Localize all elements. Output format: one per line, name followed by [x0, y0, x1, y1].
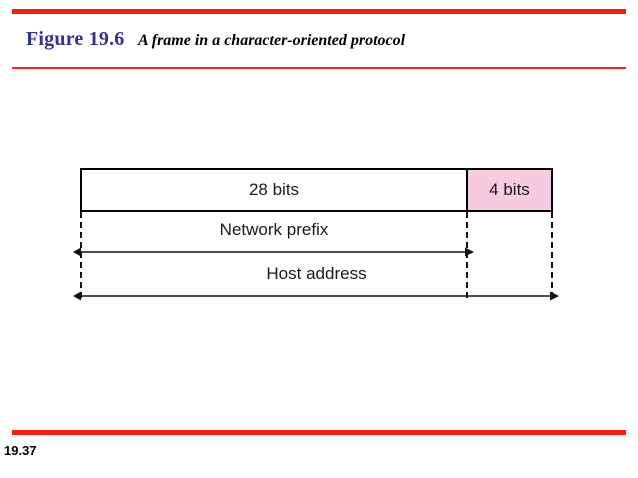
- field-cell-host-label: 4 bits: [489, 180, 530, 199]
- field-cell-network-prefix-label: 28 bits: [248, 180, 300, 199]
- figure-caption: A frame in a character-oriented protocol: [137, 32, 406, 49]
- frame-format-diagram: 28 bits 4 bits Network prefix Host addre…: [73, 168, 559, 302]
- field-bar: 28 bits 4 bits: [80, 168, 553, 212]
- measure-label-host-address: Host address: [266, 264, 367, 283]
- field-cell-network-prefix: 28 bits: [82, 170, 468, 210]
- bottom-accent-rule: [12, 430, 626, 435]
- figure-title: Figure 19.6 A frame in a character-orien…: [26, 28, 405, 51]
- top-accent-rule: [12, 9, 626, 14]
- figure-number: Figure 19.6: [26, 28, 125, 50]
- measure-label-network-prefix: Network prefix: [219, 220, 329, 239]
- measure-arrows: [73, 247, 559, 301]
- guide-line-right: [551, 212, 553, 298]
- title-underline-rule: [12, 67, 626, 69]
- field-cell-host: 4 bits: [468, 170, 551, 210]
- slide-number: 19.37: [4, 443, 37, 458]
